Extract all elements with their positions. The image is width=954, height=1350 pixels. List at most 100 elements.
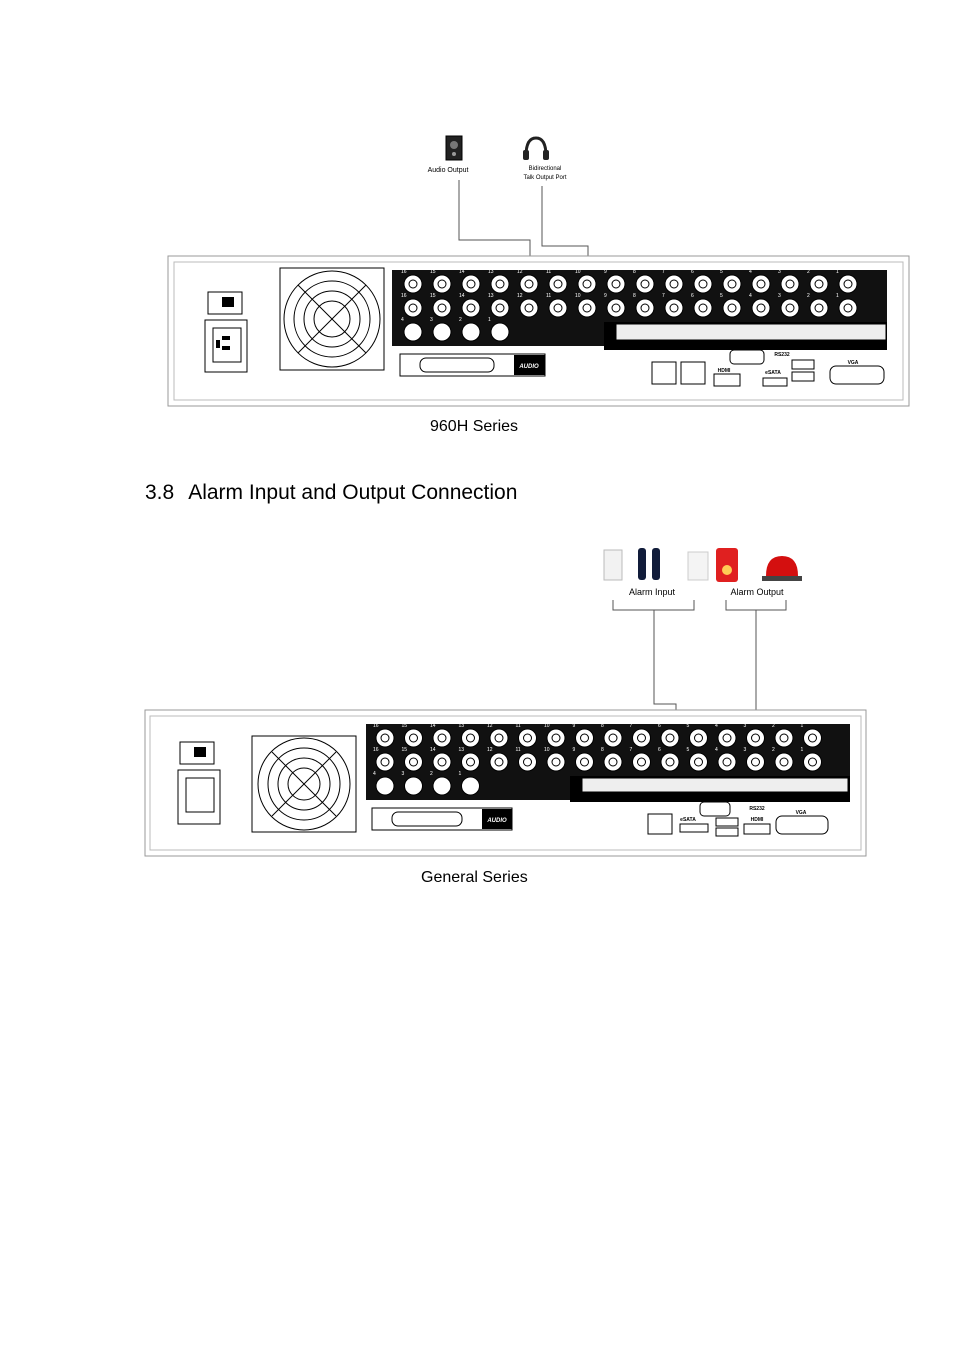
bnc-connector — [717, 728, 737, 748]
bnc-connector-core — [437, 757, 447, 767]
bnc-connector-core — [437, 303, 447, 313]
audio-in-connector — [404, 776, 423, 796]
bnc-connector-core — [437, 279, 447, 289]
bnc-connector-core — [494, 733, 504, 743]
channel-number: 7 — [630, 747, 633, 753]
channel-number: 16 — [401, 269, 407, 275]
rs232-label: RS232 — [774, 352, 790, 358]
audio-in-connector — [461, 322, 481, 342]
bnc-connector-core — [495, 303, 505, 313]
bnc-connector — [432, 728, 452, 748]
audio-in-number: 3 — [402, 771, 405, 777]
bnc-connector — [606, 274, 626, 294]
bnc-connector-core — [669, 303, 679, 313]
audio-in-connector — [490, 322, 510, 342]
bnc-connector-core — [727, 303, 737, 313]
bnc-connector-core — [380, 733, 390, 743]
channel-number: 2 — [772, 723, 775, 729]
rs232-label-general: RS232 — [749, 806, 765, 812]
bnc-connector — [746, 752, 765, 772]
hdmi-label: HDMI — [718, 368, 731, 374]
audio-in-number: 1 — [459, 771, 462, 777]
bnc-connector — [577, 274, 597, 294]
bnc-connector — [717, 752, 737, 772]
channel-number: 2 — [807, 269, 810, 275]
channel-number: 5 — [687, 723, 690, 729]
bnc-connector — [809, 274, 829, 294]
bnc-connector-core — [637, 757, 646, 767]
bnc-connector — [693, 274, 713, 294]
bnc-connector-core — [580, 757, 589, 767]
bnc-connector — [722, 274, 742, 294]
audio-in-number: 4 — [373, 771, 376, 777]
audio-in-number: 3 — [430, 317, 433, 323]
bnc-connector-core — [380, 757, 390, 767]
bnc-connector — [490, 298, 510, 318]
bnc-connector — [490, 274, 510, 294]
bnc-connector-core — [640, 279, 650, 289]
bnc-connector — [461, 752, 480, 772]
channel-number: 2 — [772, 747, 775, 753]
channel-number: 4 — [749, 293, 752, 299]
audio-output-label: Audio Output — [428, 167, 469, 174]
audio-in-number: 1 — [488, 317, 491, 323]
bnc-connector — [664, 274, 684, 294]
alarm-input-label: Alarm Input — [629, 587, 676, 597]
audio-in-number: 2 — [459, 317, 462, 323]
bnc-connector-core — [814, 303, 824, 313]
bnc-connector-core — [808, 733, 817, 743]
bnc-connector-core — [751, 757, 760, 767]
bnc-connector — [660, 752, 680, 772]
bnc-connector — [432, 274, 452, 294]
talk-label-line2: Talk Output Port — [523, 175, 566, 181]
channel-number: 3 — [744, 747, 747, 753]
figure-960h-drawing: Audio Output Bidirectional Talk Output P… — [167, 135, 910, 407]
bnc-connector-core — [608, 733, 618, 743]
figure-general: Alarm Input Alarm Output — [0, 540, 954, 900]
bnc-connector-core — [665, 757, 675, 767]
bnc-connector-core — [814, 279, 824, 289]
bnc-connector-core — [437, 733, 447, 743]
channel-number: 13 — [459, 747, 465, 753]
channel-number: 15 — [402, 723, 408, 729]
bnc-connector — [838, 298, 858, 318]
bnc-connector — [780, 298, 800, 318]
bnc-connector-core — [669, 279, 679, 289]
bnc-connector-core — [524, 279, 534, 289]
bnc-connector-core — [698, 303, 708, 313]
esata-label-general: eSATA — [680, 817, 696, 823]
channel-number: 10 — [575, 269, 581, 275]
bnc-connector — [774, 728, 794, 748]
bnc-connector — [809, 298, 829, 318]
bnc-connector-core — [551, 733, 561, 743]
bnc-connector — [404, 752, 423, 772]
bnc-connector — [489, 728, 509, 748]
channel-number: 5 — [720, 269, 723, 275]
channel-number: 1 — [801, 723, 804, 729]
bnc-connector-core — [694, 733, 703, 743]
bnc-connector — [635, 274, 655, 294]
bnc-connector-core — [694, 757, 703, 767]
bnc-connector — [603, 752, 623, 772]
bnc-connector-core — [785, 279, 795, 289]
bnc-connector — [803, 752, 822, 772]
bnc-connector-core — [843, 279, 853, 289]
bnc-connector-core — [608, 757, 618, 767]
bnc-connector — [403, 298, 423, 318]
bnc-connector — [546, 728, 566, 748]
audio-label-general: AUDIO — [486, 818, 507, 824]
bnc-connector-core — [408, 279, 418, 289]
bnc-connector-core — [466, 279, 476, 289]
bnc-connector-core — [551, 757, 561, 767]
audio-in-connector — [432, 776, 452, 796]
audio-label: AUDIO — [518, 364, 539, 370]
bnc-connector-core — [698, 279, 708, 289]
bnc-connector-core — [553, 279, 563, 289]
bnc-connector — [461, 274, 481, 294]
channel-number: 9 — [604, 293, 607, 299]
bnc-connector-core — [751, 733, 760, 743]
figure-caption: 960H Series — [430, 418, 519, 435]
channel-number: 6 — [658, 723, 661, 729]
